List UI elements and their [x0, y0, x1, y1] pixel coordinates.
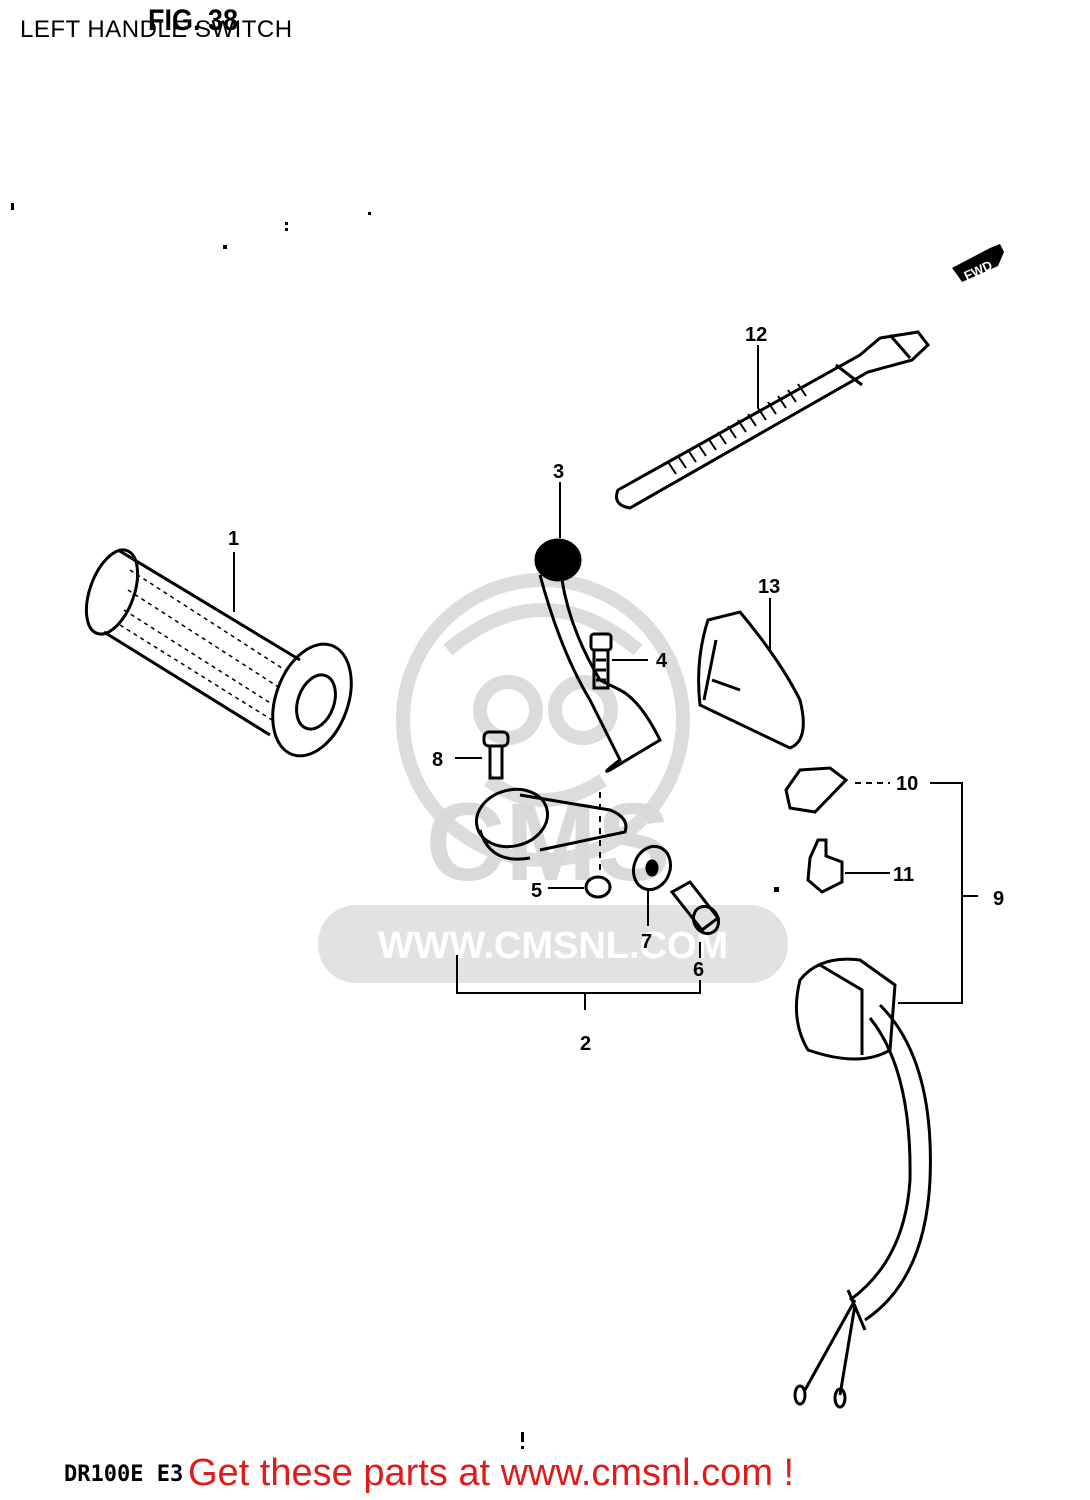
part-5-nut [584, 792, 612, 899]
callout-5: 5 [531, 880, 542, 902]
get-parts-link[interactable]: Get these parts at www.cmsnl.com ! [188, 1452, 795, 1494]
part-4-bolt [589, 632, 613, 690]
part-3-clutch-lever [534, 538, 662, 773]
callout-1: 1 [228, 528, 239, 550]
watermark-logo: CMS [426, 781, 670, 904]
figure-number: FIG. 38 [148, 4, 239, 37]
callout-10: 10 [896, 773, 918, 795]
callout-4: 4 [656, 650, 668, 672]
part-8-screw [482, 730, 510, 780]
callout-13: 13 [758, 576, 780, 598]
part-6-pivot-bolt [669, 880, 721, 936]
callout-11: 11 [893, 864, 914, 886]
model-code: DR100E E3 [64, 1462, 184, 1487]
part-7-washer [631, 844, 673, 892]
part-2-lever-holder [474, 787, 628, 861]
part-10-switch-part [784, 766, 849, 814]
diagram-title: LEFT HANDLE SWITCH [20, 16, 293, 43]
callout-6: 6 [693, 959, 704, 981]
watermark-url: WWW.CMSNL.COM [378, 925, 728, 967]
part-9-left-handle-switch [793, 957, 932, 1409]
callout-9: 9 [993, 888, 1004, 910]
callout-7: 7 [641, 931, 652, 953]
part-12-cable-tie [615, 330, 931, 510]
forward-direction-badge: FWD [952, 244, 1004, 283]
part-13-lever-boot [697, 610, 805, 750]
part-11-switch-part [806, 838, 844, 894]
part-1-handlebar-grip [84, 548, 353, 758]
callout-3: 3 [553, 461, 564, 483]
callout-2: 2 [580, 1033, 591, 1055]
callout-12: 12 [745, 324, 767, 346]
callout-8: 8 [432, 749, 443, 771]
cmsnl-watermark: CMS WWW.CMSNL.COM [318, 573, 788, 983]
